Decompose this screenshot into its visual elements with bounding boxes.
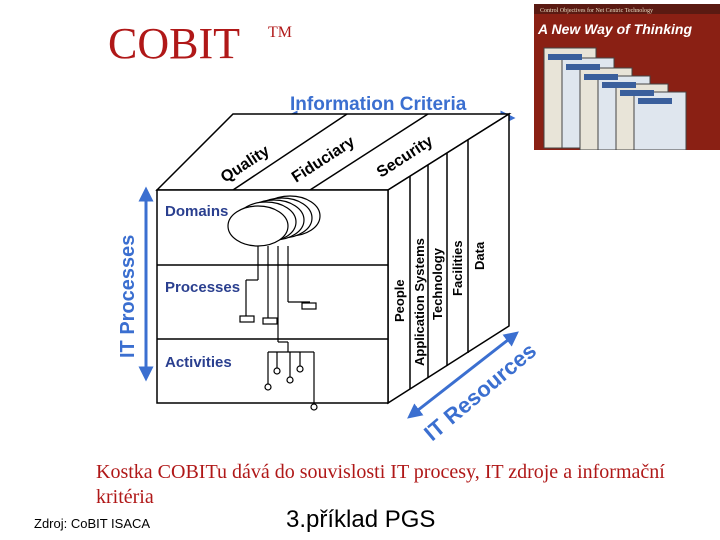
slide-caption: Kostka COBITu dává do souvislosti IT pro… <box>96 461 665 508</box>
application-systems-label: Application Systems <box>412 238 427 366</box>
trademark-mark: TM <box>268 24 292 41</box>
domains-ellipses-icon <box>227 195 321 247</box>
cobit-cube-diagram: Information Criteria Quality Fiduciary S… <box>117 94 541 446</box>
book-cover-image: Control Objectives for Net Centric Techn… <box>534 4 720 150</box>
example-label: 3.příklad PGS <box>286 506 436 533</box>
activities-label: Activities <box>165 354 232 371</box>
source-note: Zdroj: CoBIT ISACA <box>34 516 151 531</box>
book-headline-text: A New Way of Thinking <box>537 21 692 37</box>
process-tree-icon <box>239 246 318 411</box>
it-resources-arrow <box>407 331 519 419</box>
cobit-title-text: COBIT <box>108 19 240 68</box>
top-face-divider <box>309 113 429 191</box>
book-header-text: Control Objectives for Net Centric Techn… <box>540 7 653 14</box>
data-label: Data <box>472 241 487 270</box>
facilities-label: Facilities <box>450 240 465 296</box>
people-label: People <box>392 279 407 322</box>
domains-label: Domains <box>165 203 228 220</box>
cobit-title: COBIT TM <box>108 18 292 69</box>
processes-label: Processes <box>165 279 240 296</box>
technology-label: Technology <box>430 247 445 320</box>
stacked-books-icon <box>543 47 687 150</box>
it-processes-label: IT Processes <box>117 235 139 358</box>
information-criteria-label: Information Criteria <box>290 94 467 115</box>
top-face-divider <box>232 113 348 191</box>
